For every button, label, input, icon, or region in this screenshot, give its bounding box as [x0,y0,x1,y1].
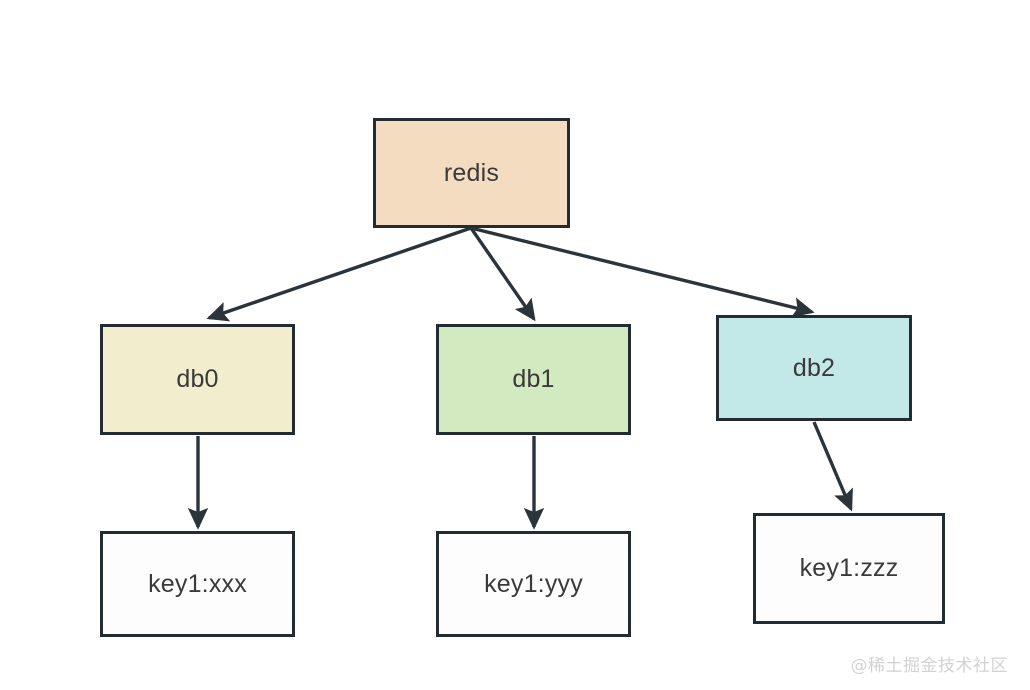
node-redis-label: redis [443,158,500,187]
node-key1-yyy-label: key1:yyy [484,569,583,598]
node-db0-label: db0 [176,365,219,393]
edge-db2-to-key2 [812,421,853,512]
node-key1-yyy[interactable]: key1:yyy [436,531,631,637]
node-db1-label: db1 [512,365,555,393]
node-db1[interactable]: db1 [436,324,631,435]
edge-redis-to-db1 [469,227,536,322]
node-db2[interactable]: db2 [716,315,912,421]
node-key1-xxx-label: key1:xxx [148,569,247,598]
node-db0[interactable]: db0 [100,324,295,435]
node-key1-zzz[interactable]: key1:zzz [753,513,945,624]
edge-redis-to-db0 [206,226,472,322]
node-redis[interactable]: redis [373,118,570,228]
edge-redis-to-db2 [470,226,815,318]
watermark: @稀土掘金技术社区 [850,656,1008,676]
node-key1-zzz-label: key1:zzz [799,554,899,582]
node-key1-xxx[interactable]: key1:xxx [100,531,295,637]
node-db2-label: db2 [792,353,836,382]
